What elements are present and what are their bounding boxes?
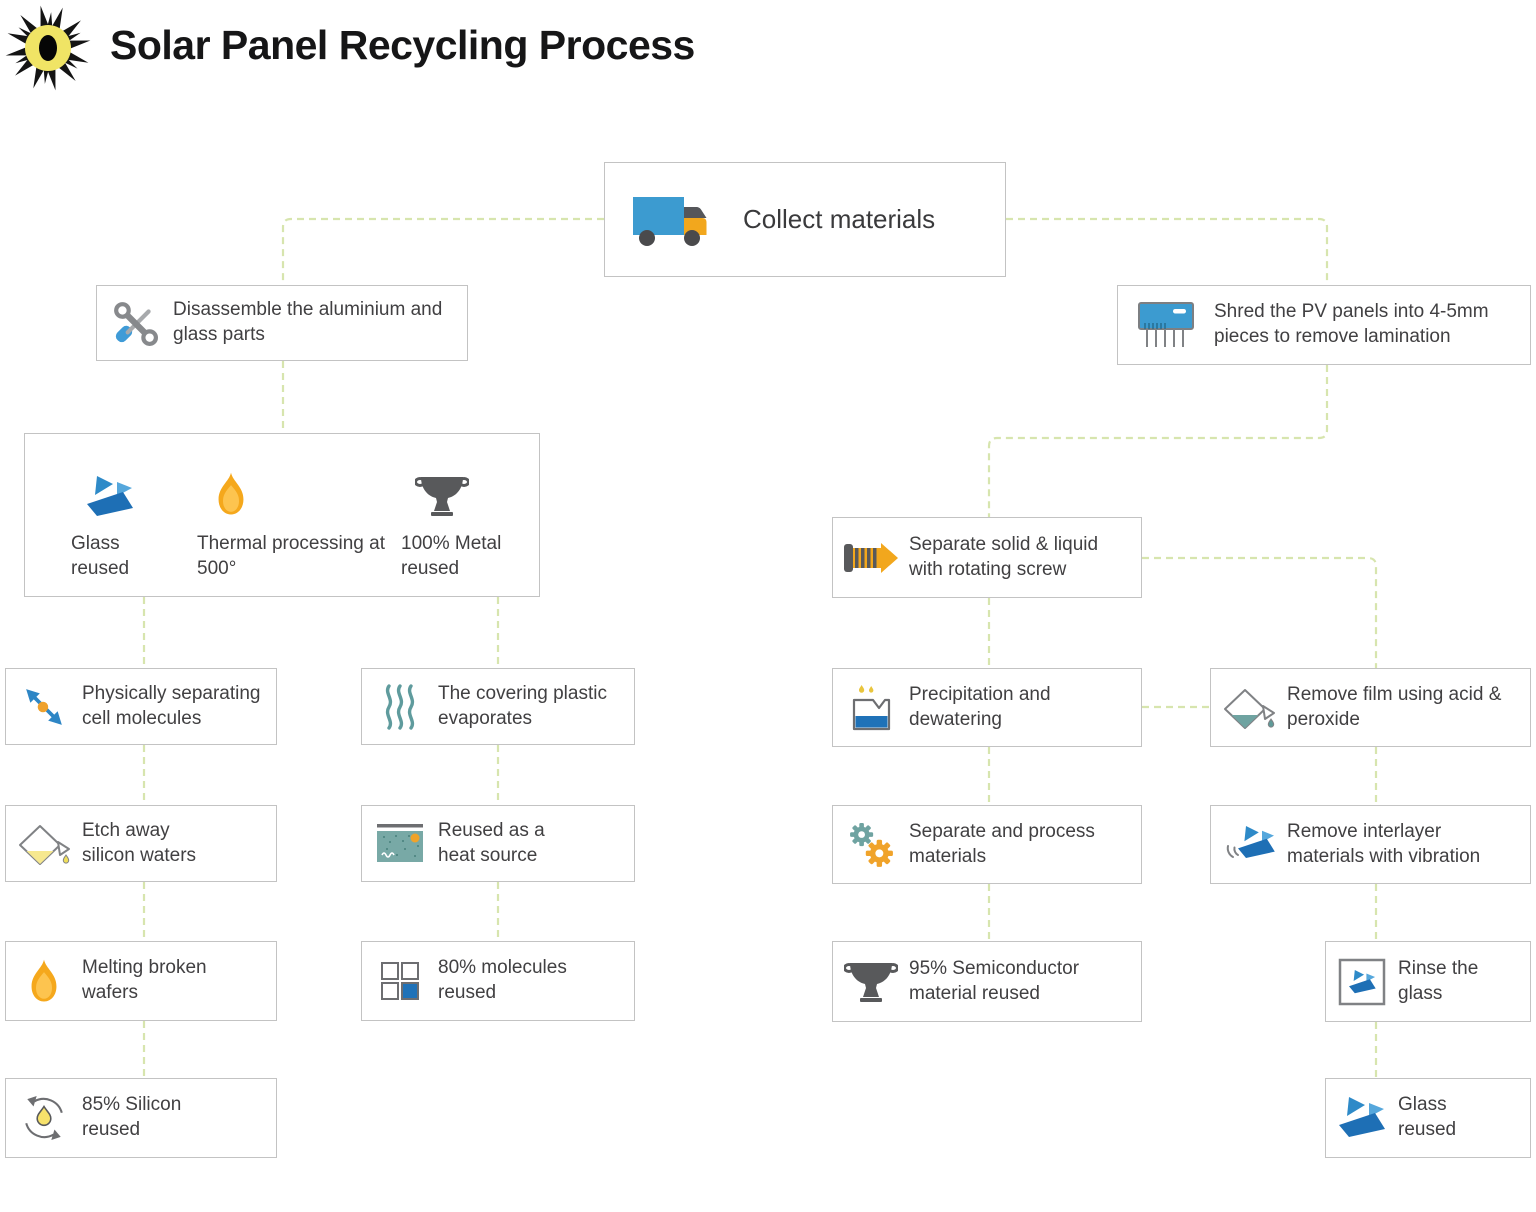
flame-icon: [6, 957, 82, 1005]
connector-collect-shred: [1006, 217, 1329, 285]
node-collect-materials: Collect materials: [604, 162, 1006, 277]
trophy-icon: [833, 960, 909, 1004]
node-label: Melting broken wafers: [82, 957, 207, 1003]
flame-icon: [197, 456, 397, 518]
beaker-drops-icon: [833, 684, 909, 732]
screw-icon: [833, 540, 909, 576]
connector-screw-removefilm: [1142, 556, 1378, 668]
node-disassemble-outputs: Glass reused Thermal processing at 500°: [24, 433, 540, 597]
node-heat-source: Reused as a heat source: [361, 805, 635, 882]
node-label: Etch away silicon waters: [82, 819, 197, 866]
node-etch-away: Etch away silicon waters: [5, 805, 277, 882]
heater-icon: [362, 823, 438, 864]
node-melting-wafers: Melting broken wafers: [5, 941, 277, 1021]
node-label: Remove interlayer materials with vibrati…: [1287, 820, 1481, 867]
node-semiconductor-reused: 95% Semiconductor material reused: [832, 941, 1142, 1022]
trophy-icon: [401, 456, 531, 518]
node-label: Separate solid & liquid with rotating sc…: [909, 533, 1099, 580]
node-label: 95% Semiconductor material reused: [909, 957, 1080, 1004]
grid-squares-icon: [362, 961, 438, 1001]
output-thermal-processing: Thermal processing at 500°: [197, 456, 397, 581]
page-title: Solar Panel Recycling Process: [110, 22, 695, 68]
node-label: Rinse the glass: [1398, 957, 1479, 1004]
connector-collect-disassemble: [281, 217, 604, 285]
node-rinse-glass: Rinse the glass: [1325, 941, 1531, 1022]
node-molecules-reused: 80% molecules reused: [361, 941, 635, 1021]
node-remove-interlayer: Remove interlayer materials with vibrati…: [1210, 805, 1531, 884]
node-label: Glass reused: [1398, 1094, 1457, 1140]
node-glass-reused-final: Glass reused: [1325, 1078, 1531, 1158]
sun-icon: [4, 4, 92, 97]
connector-shred-screw: [987, 365, 1329, 517]
glass-shards-icon: [71, 456, 181, 518]
node-label: Separate and process materials: [909, 820, 1095, 867]
separation-arrows-icon: [6, 686, 82, 728]
node-label: Physically separating cell molecules: [82, 682, 261, 729]
recycle-drop-icon: [6, 1095, 82, 1141]
node-label: 80% molecules reused: [438, 957, 567, 1003]
output-label: Thermal processing at 500°: [197, 533, 385, 579]
output-glass-reused: Glass reused: [71, 456, 181, 581]
node-label: The covering plastic evaporates: [438, 682, 607, 729]
output-metal-reused: 100% Metal reused: [401, 456, 531, 581]
node-label: Precipitation and dewatering: [909, 683, 1051, 730]
node-disassemble: Disassemble the aluminium and glass part…: [96, 285, 468, 361]
glass-shards-icon: [1326, 1097, 1398, 1139]
glass-vibration-icon: [1211, 824, 1287, 866]
node-label: Disassemble the aluminium and glass part…: [173, 299, 443, 345]
output-label: 100% Metal reused: [401, 533, 502, 579]
tools-icon: [97, 300, 173, 346]
node-label: Collect materials: [743, 203, 936, 234]
node-label: Remove film using acid & peroxide: [1287, 683, 1502, 730]
node-label: Reused as a heat source: [438, 819, 545, 866]
shredder-icon: [1118, 301, 1214, 349]
node-precipitation: Precipitation and dewatering: [832, 668, 1142, 747]
rinse-glass-icon: [1326, 958, 1398, 1006]
node-shred-panels: Shred the PV panels into 4-5mm pieces to…: [1117, 285, 1531, 365]
node-remove-film: Remove film using acid & peroxide: [1210, 668, 1531, 747]
node-plastic-evaporates: The covering plastic evaporates: [361, 668, 635, 745]
node-rotating-screw: Separate solid & liquid with rotating sc…: [832, 517, 1142, 598]
node-silicon-reused: 85% Silicon reused: [5, 1078, 277, 1158]
steam-icon: [362, 683, 438, 730]
node-physically-separating: Physically separating cell molecules: [5, 668, 277, 745]
node-separate-process: Separate and process materials: [832, 805, 1142, 884]
output-label: Glass reused: [71, 533, 130, 579]
pouring-flask-teal-icon: [1211, 685, 1287, 731]
node-label: 85% Silicon reused: [82, 1094, 182, 1140]
node-label: Shred the PV panels into 4-5mm pieces to…: [1214, 301, 1489, 347]
pouring-flask-yellow-icon: [6, 821, 82, 867]
truck-icon: [605, 191, 743, 249]
gears-icon: [833, 821, 909, 869]
